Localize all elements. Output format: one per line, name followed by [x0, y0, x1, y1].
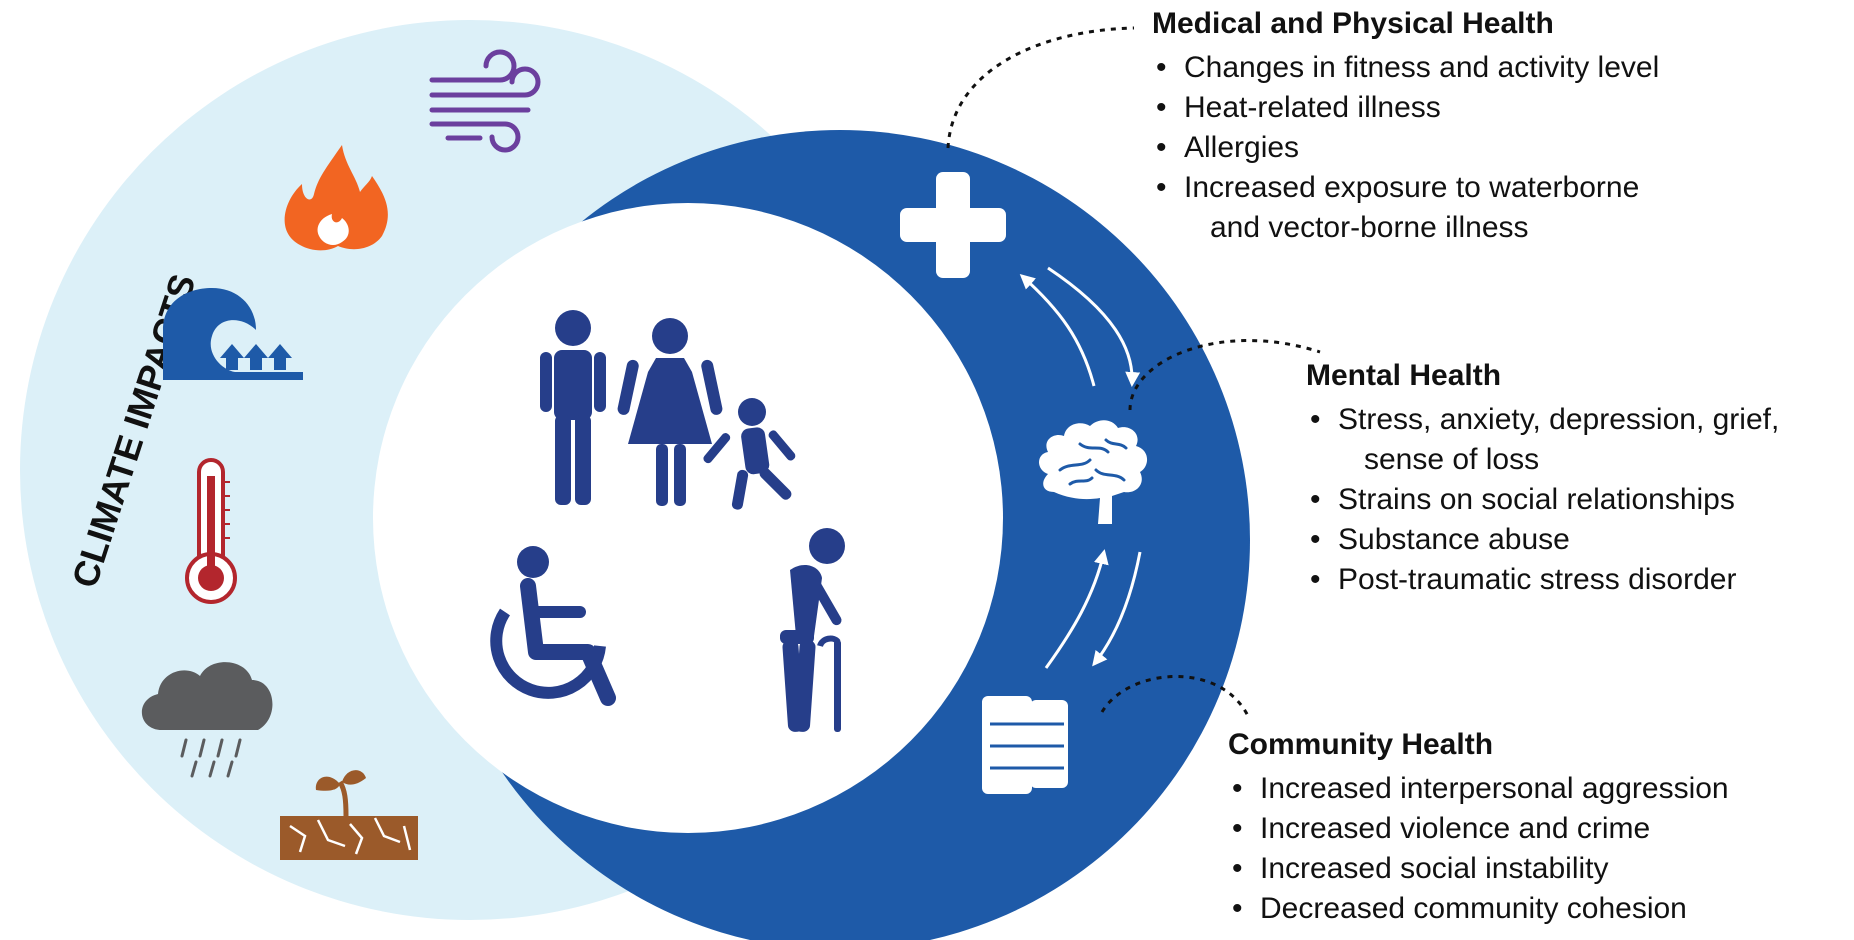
medical-item: Changes in fitness and activity level — [1152, 48, 1852, 88]
child-icon — [703, 398, 796, 510]
mental-item-text: Substance abuse — [1338, 523, 1570, 556]
flood-wave-icon — [163, 288, 303, 380]
connector-mental — [1128, 339, 1321, 411]
medical-item-text: Allergies — [1184, 131, 1300, 164]
medical-health-block: Medical and Physical Health Changes in f… — [1152, 6, 1852, 248]
community-health-block: Community Health Increased interpersonal… — [1228, 727, 1854, 929]
community-item-text: Increased social instability — [1260, 852, 1609, 885]
mental-health-block: Mental Health Stress, anxiety, depressio… — [1306, 358, 1854, 600]
community-item: Increased violence and crime — [1228, 809, 1854, 849]
arrow-cross-to-brain — [1047, 266, 1141, 387]
medical-item-continuation: and vector-borne illness — [1210, 211, 1529, 244]
mental-item: Substance abuse — [1306, 520, 1854, 560]
medical-item: Heat-related illness — [1152, 88, 1852, 128]
community-item: Decreased community cohesion — [1228, 889, 1854, 929]
mental-item-continuation: sense of loss — [1364, 443, 1540, 476]
wheelchair-user-icon — [490, 546, 616, 706]
mental-item-text: Stress, anxiety, depression, grief, — [1338, 403, 1780, 436]
medical-health-title: Medical and Physical Health — [1152, 7, 1554, 40]
man-icon — [540, 310, 606, 505]
community-item: Increased interpersonal aggression — [1228, 769, 1854, 809]
community-item-text: Decreased community cohesion — [1260, 892, 1687, 925]
mental-item: Strains on social relationships — [1306, 480, 1854, 520]
mental-item: Stress, anxiety, depression, grief, sense… — [1306, 400, 1854, 480]
connector-medical — [946, 26, 1135, 149]
medical-item-text: Changes in fitness and activity level — [1184, 51, 1660, 84]
community-health-title: Community Health — [1228, 728, 1494, 761]
medical-item: Allergies — [1152, 128, 1852, 168]
drought-sprout-icon — [280, 770, 418, 860]
community-item-text: Increased violence and crime — [1260, 812, 1651, 845]
wildfire-icon — [284, 145, 388, 251]
mental-item: Post-traumatic stress disorder — [1306, 560, 1854, 600]
rain-cloud-icon — [141, 662, 273, 778]
arrow-hands-to-brain — [1044, 549, 1109, 669]
population-circle — [373, 203, 1003, 833]
holding-hands-icon — [982, 696, 1068, 794]
community-item: Increased social instability — [1228, 849, 1854, 889]
community-item-text: Increased interpersonal aggression — [1260, 772, 1729, 805]
medical-item-text: Increased exposure to waterborne — [1184, 171, 1640, 204]
brain-icon — [1039, 420, 1148, 524]
medical-cross-icon — [900, 172, 1006, 278]
mental-item-text: Strains on social relationships — [1338, 483, 1735, 516]
dotted-connectors — [946, 26, 1321, 717]
wind-icon — [429, 49, 541, 153]
medical-item: Increased exposure to waterborne and vect… — [1152, 168, 1852, 248]
arrow-brain-to-cross — [1019, 273, 1096, 387]
arrow-brain-to-hands — [1092, 551, 1142, 667]
mental-health-title: Mental Health — [1306, 359, 1502, 392]
ring-arrows — [1019, 266, 1142, 669]
elderly-person-icon — [780, 528, 845, 732]
medical-item-text: Heat-related illness — [1184, 91, 1441, 124]
thermometer-icon — [185, 458, 237, 604]
woman-icon — [617, 318, 723, 506]
mental-item-text: Post-traumatic stress disorder — [1338, 563, 1737, 596]
